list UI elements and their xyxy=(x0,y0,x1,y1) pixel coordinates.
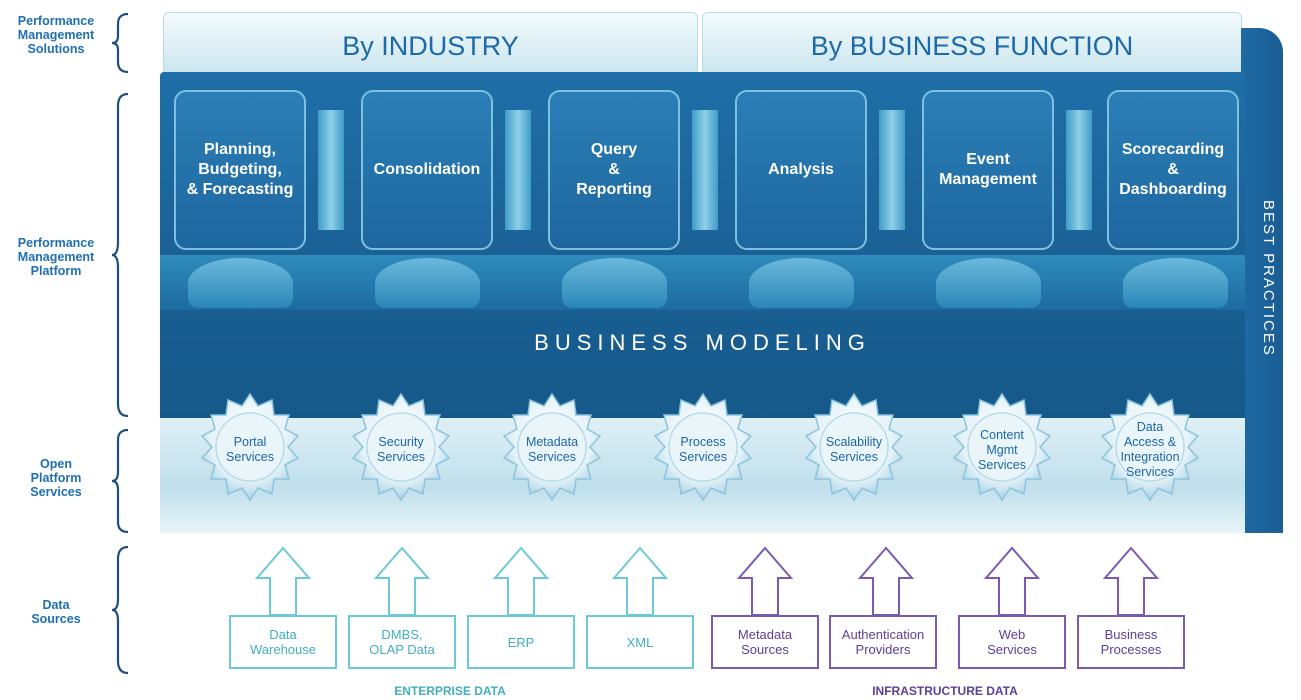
service-metadata-label: Metadata Services xyxy=(525,435,579,464)
label-open-platform-services: Open Platform Services xyxy=(30,457,82,499)
gear-icon xyxy=(1100,392,1200,502)
pillar-connector xyxy=(879,110,905,230)
pillar-connector xyxy=(692,110,718,230)
gear-icon xyxy=(351,392,451,502)
source-authentication-providers[interactable]: Authentication Providers xyxy=(829,615,937,669)
source-dmbs-olap-data[interactable]: DMBS, OLAP Data xyxy=(348,615,456,669)
brace-icon xyxy=(111,12,129,74)
gear-icon xyxy=(502,392,602,502)
up-arrow-icon xyxy=(1102,546,1160,616)
pillar-connector xyxy=(1066,110,1092,230)
tile-foot xyxy=(375,258,480,308)
enterprise-data-label: ENTERPRISE DATA xyxy=(394,684,506,698)
best-practices-label: BEST PRACTICES xyxy=(1260,199,1277,357)
service-security[interactable]: Security Services xyxy=(341,390,461,510)
service-scalability[interactable]: Scalability Services xyxy=(794,390,914,510)
service-process-label: Process Services xyxy=(679,435,727,464)
label-data-sources: Data Sources xyxy=(31,598,81,626)
gear-icon xyxy=(200,392,300,502)
source-web-services[interactable]: Web Services xyxy=(958,615,1066,669)
tile-foot xyxy=(1123,258,1228,308)
source-xml[interactable]: XML xyxy=(586,615,694,669)
pillar-connector xyxy=(318,110,344,230)
tab-by-industry[interactable]: By INDUSTRY xyxy=(163,12,698,74)
gear-icon xyxy=(952,392,1052,502)
service-scalability-label: Scalability Services xyxy=(825,435,883,464)
source-metadata-sources[interactable]: Metadata Sources xyxy=(711,615,819,669)
up-arrow-icon xyxy=(373,546,431,616)
service-security-label: Security Services xyxy=(377,435,425,464)
tab-by-business-function[interactable]: By BUSINESS FUNCTION xyxy=(702,12,1242,74)
module-planning-budgeting-forecasting[interactable]: Planning, Budgeting, & Forecasting xyxy=(174,90,306,250)
tile-foot xyxy=(188,258,293,308)
brace-icon xyxy=(111,545,129,675)
service-process[interactable]: Process Services xyxy=(643,390,763,510)
tile-foot xyxy=(936,258,1041,308)
service-data-access-integration-label: Data Access & Integration Services xyxy=(1120,420,1180,479)
module-analysis[interactable]: Analysis xyxy=(735,90,867,250)
service-portal[interactable]: Portal Services xyxy=(190,390,310,510)
up-arrow-icon xyxy=(857,546,915,616)
source-business-processes[interactable]: Business Processes xyxy=(1077,615,1185,669)
label-performance-management-solutions: Performance Management Solutions xyxy=(17,14,95,56)
module-scorecarding-dashboarding[interactable]: Scorecarding & Dashboarding xyxy=(1107,90,1239,250)
tile-foot xyxy=(749,258,854,308)
best-practices-column xyxy=(1241,28,1283,533)
up-arrow-icon xyxy=(492,546,550,616)
up-arrow-icon xyxy=(611,546,669,616)
up-arrow-icon xyxy=(736,546,794,616)
connector-band xyxy=(160,255,1245,310)
service-data-access-integration[interactable]: Data Access & Integration Services xyxy=(1090,390,1210,510)
source-erp[interactable]: ERP xyxy=(467,615,575,669)
gear-icon xyxy=(804,392,904,502)
module-consolidation[interactable]: Consolidation xyxy=(361,90,493,250)
brace-icon xyxy=(111,92,129,418)
pillar-connector xyxy=(505,110,531,230)
tile-foot xyxy=(562,258,667,308)
module-event-management[interactable]: Event Management xyxy=(922,90,1054,250)
module-query-reporting[interactable]: Query & Reporting xyxy=(548,90,680,250)
service-content-mgmt-label: Content Mgmt Services xyxy=(978,427,1026,472)
service-content-mgmt[interactable]: Content Mgmt Services xyxy=(942,390,1062,510)
label-performance-management-platform: Performance Management Platform xyxy=(17,236,95,278)
source-data-warehouse[interactable]: Data Warehouse xyxy=(229,615,337,669)
up-arrow-icon xyxy=(983,546,1041,616)
up-arrow-icon xyxy=(254,546,312,616)
brace-icon xyxy=(111,428,129,534)
infrastructure-data-label: INFRASTRUCTURE DATA xyxy=(872,684,1018,698)
business-modeling-label: BUSINESS MODELING xyxy=(534,330,871,355)
service-metadata[interactable]: Metadata Services xyxy=(492,390,612,510)
service-portal-label: Portal Services xyxy=(226,435,274,464)
gear-icon xyxy=(653,392,753,502)
